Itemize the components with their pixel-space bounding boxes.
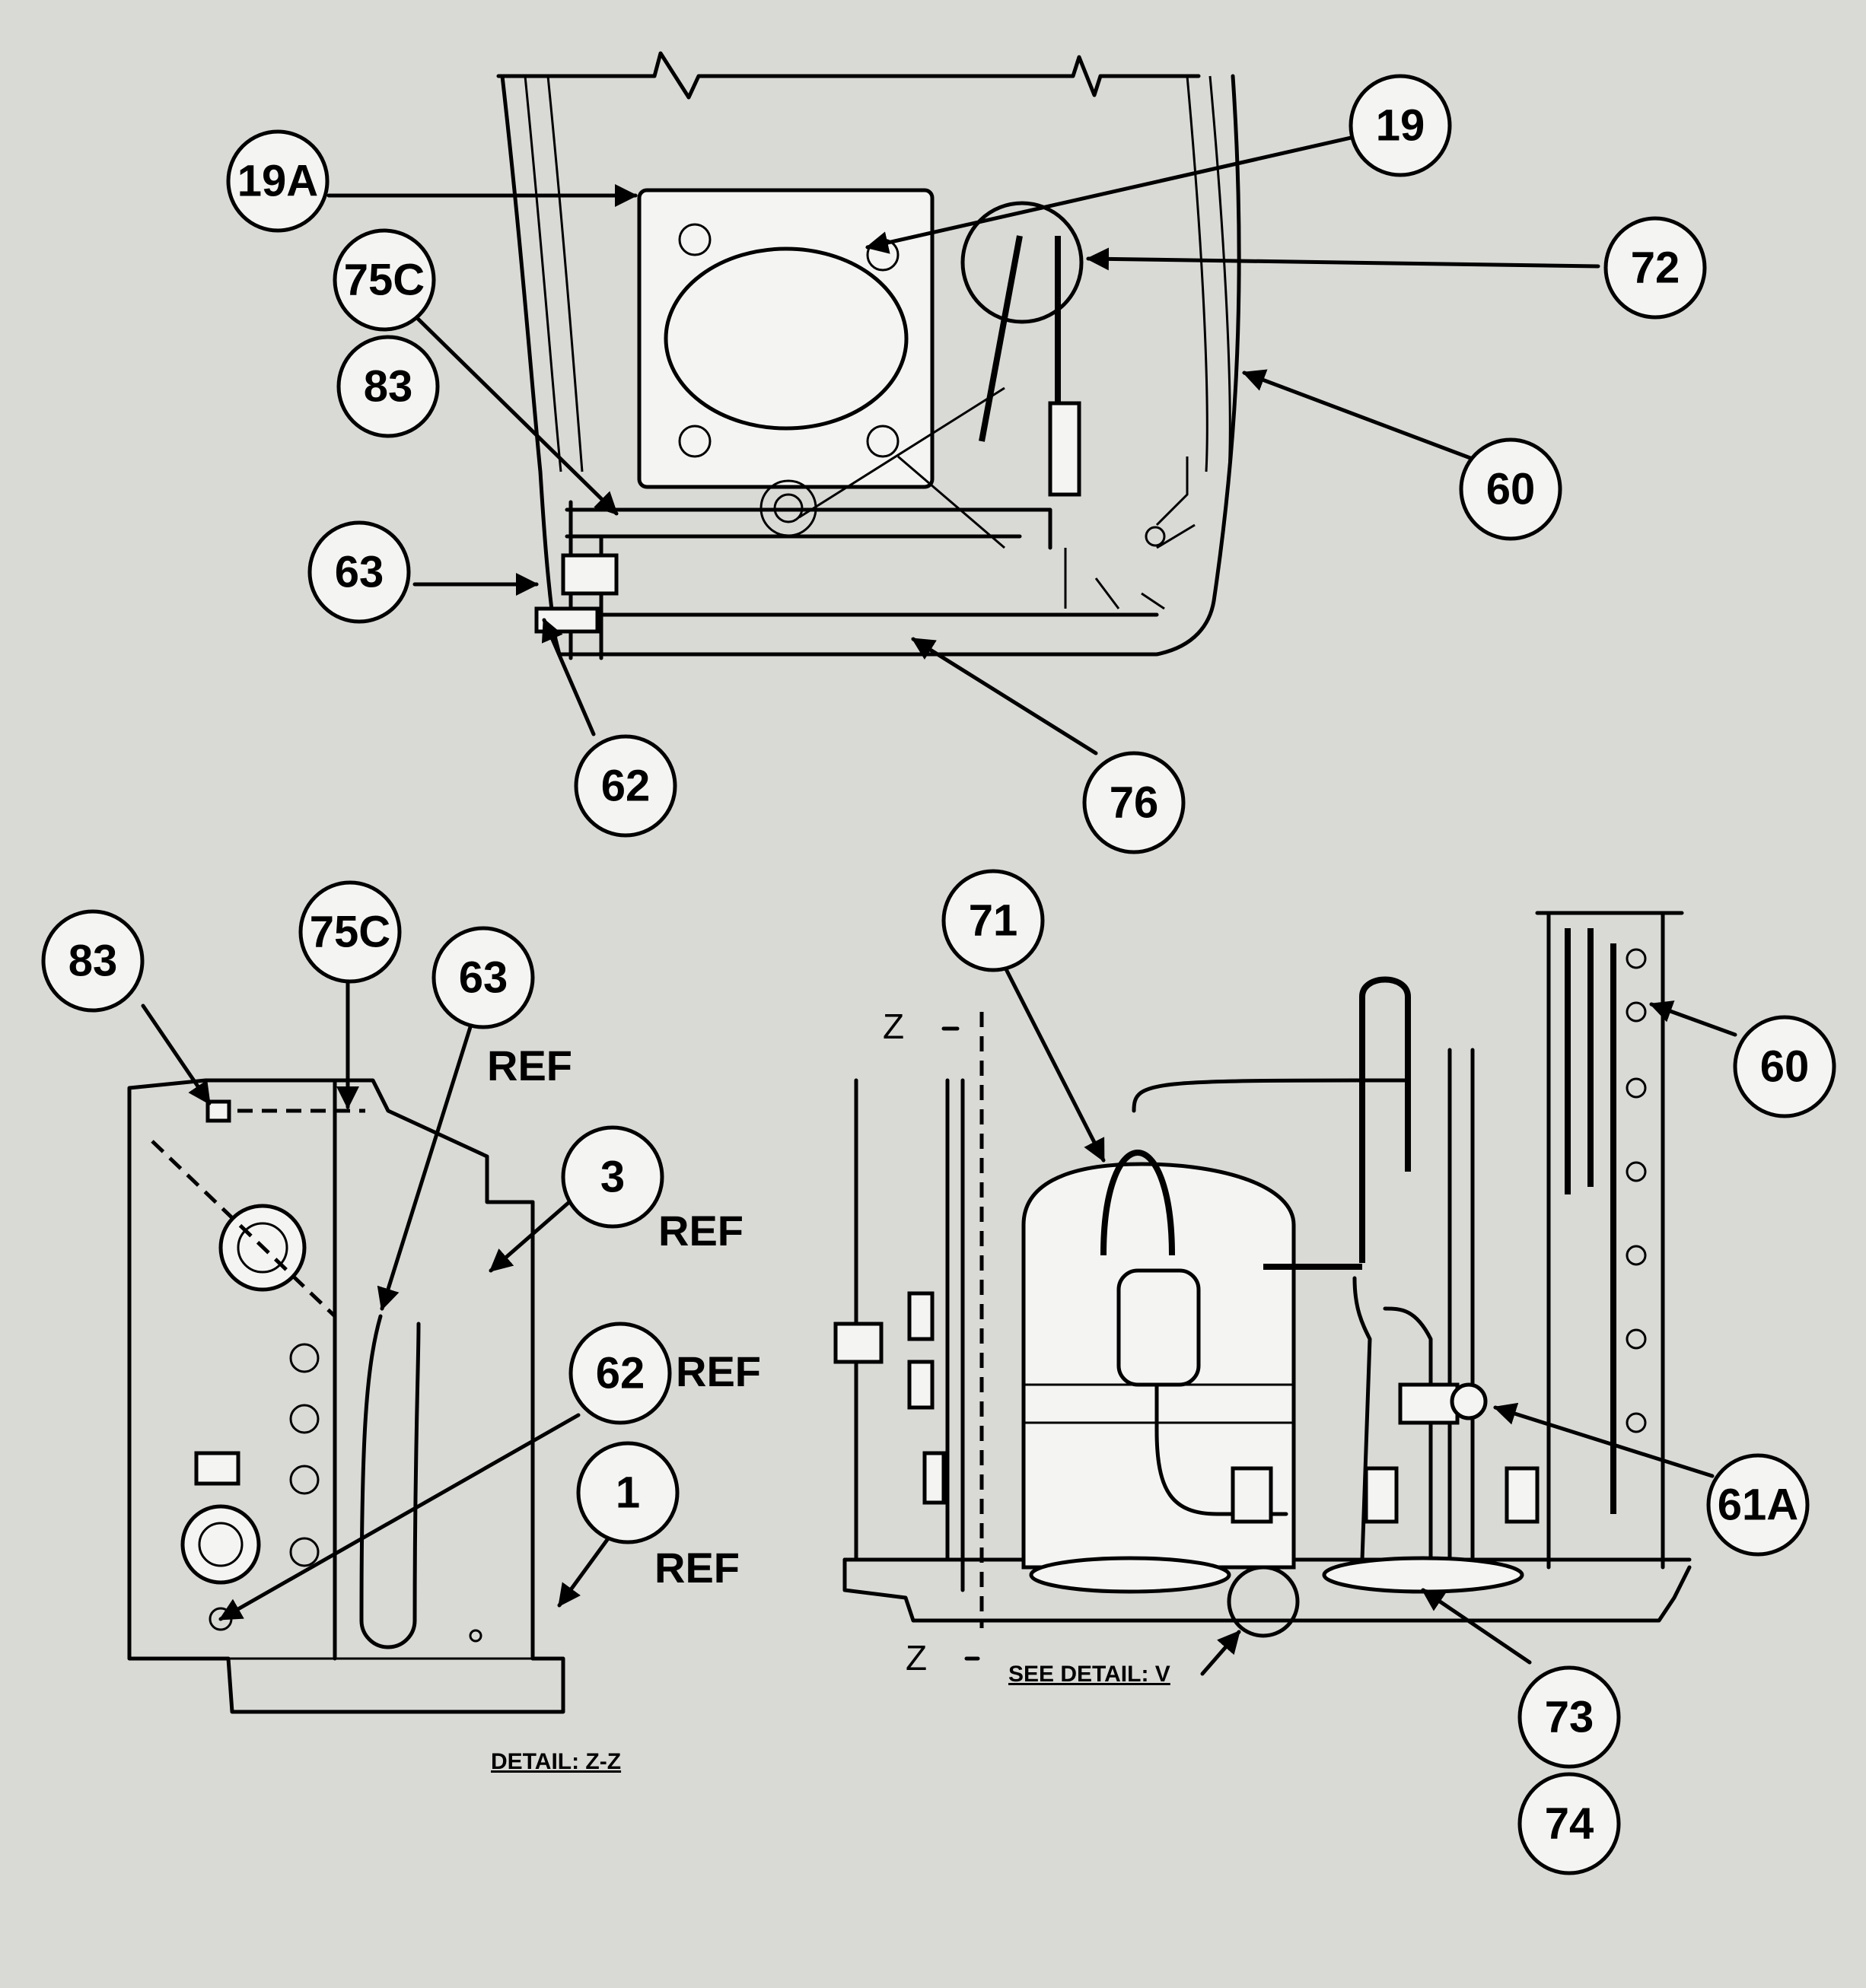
callout-75c-detail: 75C	[298, 880, 402, 984]
leader-lines	[141, 135, 1737, 1665]
detail-zz-drawing	[127, 1078, 565, 1714]
svg-text:73: 73	[1545, 1693, 1594, 1742]
svg-text:72: 72	[1631, 243, 1680, 293]
svg-text:83: 83	[68, 937, 118, 986]
detail-zz-caption: DETAIL: Z-Z	[491, 1749, 621, 1774]
callout-83-detail: 83	[41, 909, 145, 1013]
ref-label-3: REF	[658, 1207, 744, 1255]
ref-label-63: REF	[487, 1042, 572, 1089]
section-mark-z-bottom: Z	[906, 1638, 927, 1678]
svg-text:75C: 75C	[310, 908, 390, 957]
svg-text:62: 62	[601, 762, 651, 811]
svg-text:3: 3	[600, 1153, 625, 1202]
svg-text:61A: 61A	[1718, 1481, 1798, 1530]
callout-60-right: 60	[1733, 1015, 1836, 1118]
callout-62-top: 62	[574, 734, 677, 838]
callout-73: 73	[1517, 1665, 1621, 1769]
callout-63-top: 63	[307, 520, 411, 624]
svg-text:76: 76	[1110, 778, 1159, 828]
ref-label-62: REF	[676, 1347, 761, 1395]
callout-60-top: 60	[1459, 437, 1562, 541]
svg-text:60: 60	[1760, 1042, 1810, 1092]
callout-1: 1	[576, 1441, 680, 1544]
section-mark-z-top: Z	[883, 1007, 904, 1046]
ref-label-1: REF	[654, 1544, 740, 1592]
top-view-drawing	[496, 51, 1241, 660]
svg-text:19: 19	[1376, 101, 1425, 151]
svg-text:62: 62	[596, 1349, 645, 1398]
callout-19: 19	[1349, 74, 1452, 177]
svg-text:60: 60	[1486, 465, 1536, 514]
svg-text:71: 71	[969, 896, 1018, 946]
svg-text:63: 63	[335, 548, 384, 597]
svg-text:1: 1	[616, 1468, 640, 1518]
callout-62-detail: 62	[568, 1322, 672, 1425]
side-view-drawing	[833, 911, 1692, 1638]
callout-61a: 61A	[1706, 1453, 1810, 1557]
svg-text:63: 63	[459, 953, 508, 1003]
callout-63-detail: 63	[431, 926, 535, 1029]
svg-text:83: 83	[364, 362, 413, 412]
callout-71: 71	[941, 869, 1045, 972]
callout-72: 72	[1603, 216, 1707, 320]
svg-text:74: 74	[1545, 1799, 1594, 1849]
callout-76: 76	[1082, 751, 1186, 854]
see-detail-v-note: SEE DETAIL: V	[1008, 1662, 1170, 1687]
svg-text:19A: 19A	[237, 157, 318, 206]
callout-3: 3	[561, 1125, 664, 1229]
callout-75c-top: 75C	[333, 228, 436, 332]
svg-text:75C: 75C	[344, 256, 425, 305]
callout-83-top: 83	[336, 335, 440, 438]
callout-19a: 19A	[226, 129, 330, 233]
callout-74: 74	[1517, 1772, 1621, 1875]
